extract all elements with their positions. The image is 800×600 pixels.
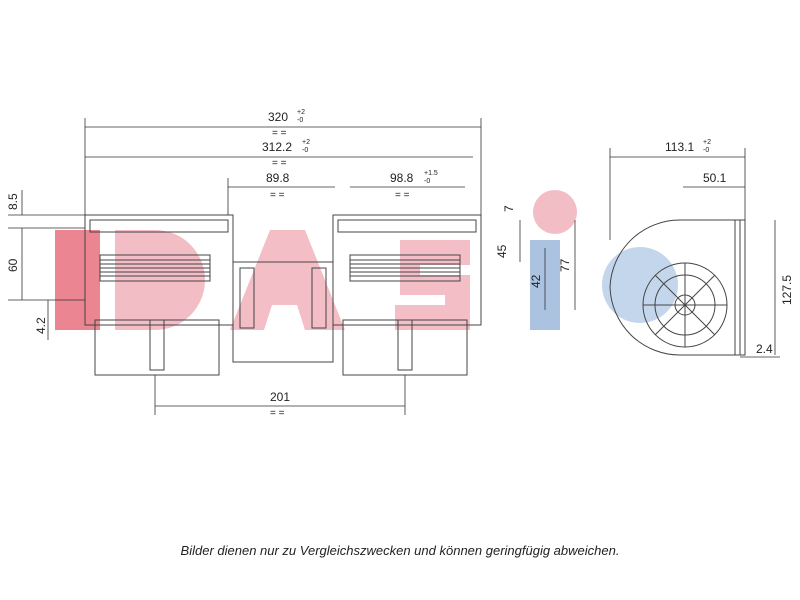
outlet-flange bbox=[734, 219, 746, 356]
blower-side-view bbox=[609, 219, 746, 356]
dim-bottom-offset: 4.2 bbox=[34, 317, 48, 334]
dimension-lines bbox=[8, 118, 780, 415]
motor-cap-right bbox=[311, 267, 327, 329]
dim-side-depth-tol-lower: -0 bbox=[703, 147, 709, 154]
dim-side-height: 127.5 bbox=[780, 275, 794, 305]
dim-total-height: 77 bbox=[558, 258, 572, 272]
watermark-o bbox=[602, 247, 678, 323]
dim-mount-spacing-eq: = = bbox=[270, 408, 285, 419]
dim-housing-width: 312.2 bbox=[262, 140, 292, 154]
left-housing-top bbox=[89, 219, 229, 233]
dim-inner-height: 42 bbox=[529, 274, 543, 288]
dim-side-depth-tol-upper: +2 bbox=[703, 139, 711, 146]
left-mount bbox=[149, 319, 165, 371]
watermark-dot bbox=[533, 190, 577, 234]
dim-side-depth: 113.1 bbox=[665, 140, 694, 154]
watermark-d-bar bbox=[55, 230, 100, 330]
fan-spokes bbox=[643, 263, 727, 347]
volute-outline bbox=[609, 219, 741, 356]
dim-top-flange: 8.5 bbox=[6, 193, 20, 210]
dimension-labels: 320 +2 -0 = = 312.2 +2 -0 = = 89.8 = = 9… bbox=[6, 109, 794, 419]
dim-housing-width-tol-upper: +2 bbox=[302, 139, 310, 146]
dim-motor-width-eq: = = bbox=[270, 190, 285, 201]
dim-side-inner: 50.1 bbox=[703, 171, 727, 185]
dim-overall-width-tol-upper: +2 bbox=[297, 109, 305, 116]
right-housing-top bbox=[337, 219, 477, 233]
dim-overall-width-eq: = = bbox=[272, 128, 287, 139]
dim-outlet-width-tol-lower: -0 bbox=[424, 178, 430, 185]
dim-outlet-width-eq: = = bbox=[395, 190, 410, 201]
dim-top-step: 7 bbox=[502, 205, 516, 212]
right-impeller bbox=[349, 254, 461, 282]
dim-outlet-height-right: 45 bbox=[495, 244, 509, 258]
motor-cap-left bbox=[239, 267, 255, 329]
dim-motor-width: 89.8 bbox=[266, 171, 290, 185]
dim-outlet-width-tol-upper: +1.5 bbox=[424, 170, 438, 177]
dim-overall-width-tol-lower: -0 bbox=[297, 117, 303, 124]
dim-overall-width: 320 bbox=[268, 110, 288, 124]
dim-outlet-width: 98.8 bbox=[390, 171, 414, 185]
right-housing bbox=[332, 214, 482, 326]
watermark-logo bbox=[55, 190, 678, 330]
dim-side-gap: 2.4 bbox=[756, 342, 773, 356]
dim-housing-width-eq: = = bbox=[272, 158, 287, 169]
dim-outlet-height-left: 60 bbox=[6, 258, 20, 272]
dim-housing-width-tol-lower: -0 bbox=[302, 147, 308, 154]
watermark-a bbox=[230, 230, 345, 330]
blower-front-view bbox=[84, 214, 482, 376]
disclaimer-caption: Bilder dienen nur zu Vergleichszwecken u… bbox=[180, 543, 620, 558]
right-mount bbox=[397, 319, 413, 371]
watermark-d-bowl bbox=[115, 230, 205, 330]
left-impeller bbox=[99, 254, 211, 282]
watermark-s bbox=[395, 240, 470, 330]
dim-mount-spacing: 201 bbox=[270, 390, 290, 404]
